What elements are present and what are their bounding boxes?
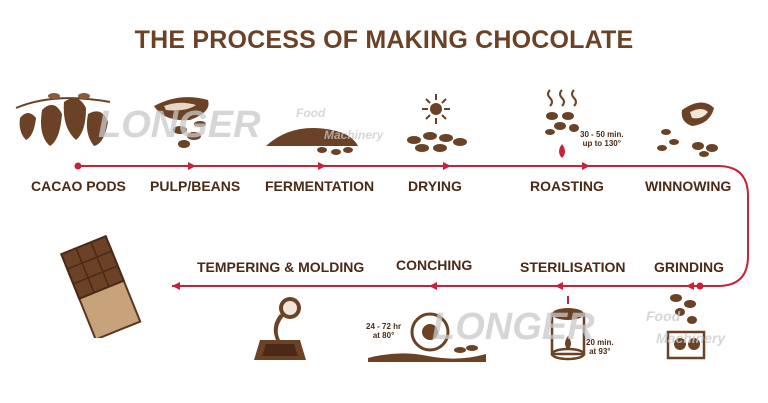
sterilisation-time: 20 min. [586, 338, 614, 347]
watermark-sub-top-1: Food [296, 106, 326, 120]
conching-time: 24 - 72 hr [366, 322, 402, 331]
step-label-conching: CONCHING [396, 257, 473, 273]
sterilisation-icon [546, 296, 590, 367]
tempering-molding-icon [250, 294, 310, 369]
step-label-drying: DRYING [408, 178, 462, 194]
step-label-roasting: ROASTING [530, 178, 604, 194]
step-label-pulp-beans: PULP/BEANS [150, 178, 241, 194]
chocolate-bar-icon [50, 234, 150, 343]
step-label-tempering-molding: TEMPERING & MOLDING [197, 259, 365, 275]
roasting-note: 30 - 50 min. up to 130° [580, 130, 624, 148]
watermark-logo-bottom: LONGER [432, 306, 595, 348]
roasting-temp: up to 130° [582, 139, 621, 148]
step-label-fermentation: FERMENTATION [265, 178, 375, 194]
step-label-grinding: GRINDING [654, 259, 724, 275]
conching-temp: at 80° [372, 331, 395, 340]
watermark-sub-top-2: Machinery [324, 128, 384, 142]
watermark-logo-top: LONGER [98, 104, 261, 146]
page-title: THE PROCESS OF MAKING CHOCOLATE [134, 26, 634, 54]
watermark-sub-bottom-1: Food [646, 308, 681, 324]
step-label-winnowing: WINNOWING [645, 178, 732, 194]
fermentation-icon [262, 118, 362, 163]
step-label-sterilisation: STERILISATION [520, 259, 626, 275]
drying-icon [400, 92, 472, 161]
step-label-cacao-pods: CACAO PODS [31, 178, 126, 194]
winnowing-icon [652, 96, 728, 167]
roasting-icon [540, 88, 586, 167]
conching-note: 24 - 72 hr at 80° [366, 322, 401, 340]
cacao-pods-icon [14, 88, 114, 165]
conching-icon [368, 304, 488, 371]
grinding-icon [662, 292, 712, 369]
sterilisation-note: 20 min. at 93° [586, 338, 614, 356]
pulp-beans-icon [150, 92, 220, 163]
roasting-time: 30 - 50 min. [580, 130, 624, 139]
watermark-sub-bottom-2: Machinery [656, 330, 726, 346]
sterilisation-temp: at 93° [589, 347, 611, 356]
